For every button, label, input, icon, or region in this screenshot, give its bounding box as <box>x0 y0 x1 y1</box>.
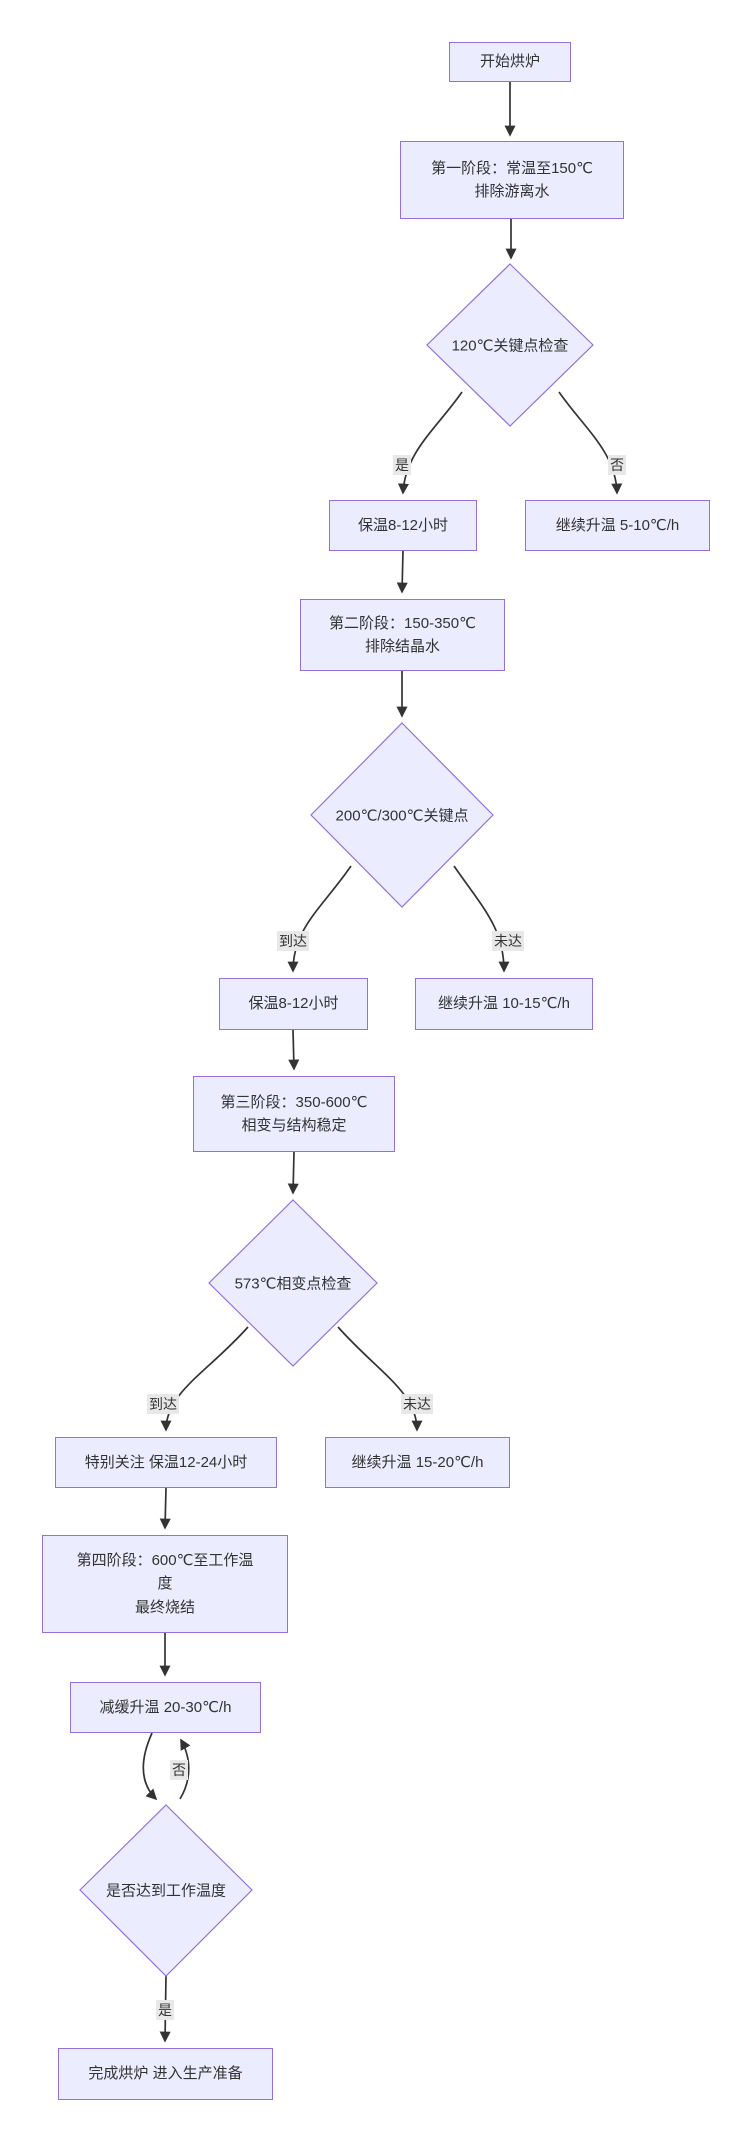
node-stage4-line1: 第四阶段：600℃至工作温 <box>76 1552 254 1570</box>
edge-label-loop-no: 否 <box>170 1760 188 1780</box>
edge-slow-to-checkwork <box>142 1732 158 1801</box>
node-heat1-label: 继续升温 5-10℃/h <box>555 516 680 534</box>
node-stage1-line1: 第一阶段：常温至150℃ <box>431 159 593 177</box>
node-stage4-line3: 最终烧结 <box>134 1598 195 1616</box>
node-slow-heat-label: 减缓升温 20-30℃/h <box>99 1698 232 1716</box>
node-done-label: 完成烘炉 进入生产准备 <box>88 2065 243 2083</box>
node-heat2: 继续升温 10-15℃/h <box>415 978 593 1030</box>
node-stage4: 第四阶段：600℃至工作温 度 最终烧结 <box>42 1535 288 1633</box>
node-stage2: 第二阶段：150-350℃ 排除结晶水 <box>300 599 505 671</box>
node-stage1-line2: 排除游离水 <box>474 183 550 200</box>
node-hold2: 保温8-12小时 <box>219 978 368 1030</box>
edge-hold2-to-stage3 <box>288 1029 300 1071</box>
node-stage2-line1: 第二阶段：150-350℃ <box>329 614 476 632</box>
node-done: 完成烘炉 进入生产准备 <box>58 2048 273 2100</box>
edge-checkwork-loop-no <box>179 1738 191 1800</box>
edge-check200-reach <box>287 865 352 973</box>
node-stage3-line2: 相变与结构稳定 <box>241 1117 347 1134</box>
edge-check120-no <box>558 391 623 495</box>
node-hold1: 保温8-12小时 <box>329 500 477 551</box>
edge-check573-reach <box>160 1326 249 1432</box>
node-hold2-label: 保温8-12小时 <box>248 995 339 1013</box>
node-heat1: 继续升温 5-10℃/h <box>525 500 710 551</box>
edge-label-no1: 否 <box>608 455 626 475</box>
node-start: 开始烘炉 <box>449 42 571 82</box>
node-hold1-label: 保温8-12小时 <box>357 516 449 534</box>
edge-label-miss3: 未达 <box>401 1394 433 1414</box>
node-stage3-line1: 第三阶段：350-600℃ <box>220 1093 368 1111</box>
decision-120c-shape <box>426 263 594 427</box>
decision-worktemp-shape <box>79 1804 253 1977</box>
edge-label-reach2: 到达 <box>277 931 309 951</box>
edge-hold1-to-stage2 <box>396 550 408 594</box>
edge-label-yes1: 是 <box>393 455 411 475</box>
node-slow-heat: 减缓升温 20-30℃/h <box>70 1682 261 1733</box>
edge-label-yes-final: 是 <box>156 2000 174 2020</box>
edge-check573-miss <box>337 1326 423 1432</box>
node-start-label: 开始烘炉 <box>479 53 540 71</box>
node-stage3: 第三阶段：350-600℃ 相变与结构稳定 <box>193 1076 395 1152</box>
node-heat2-label: 继续升温 10-15℃/h <box>438 995 570 1013</box>
decision-200-300c-shape <box>310 722 494 908</box>
edge-label-miss2: 未达 <box>492 931 524 951</box>
node-stage4-line2: 度 <box>157 1575 173 1593</box>
node-hold3: 特别关注 保温12-24小时 <box>55 1437 277 1488</box>
edge-label-reach3: 到达 <box>147 1394 179 1414</box>
edge-check200-miss <box>453 865 510 973</box>
node-hold3-label: 特别关注 保温12-24小时 <box>84 1453 248 1471</box>
node-heat3-label: 继续升温 15-20℃/h <box>351 1453 484 1471</box>
node-stage2-line2: 排除结晶水 <box>364 638 440 655</box>
edge-stage3-to-check573 <box>287 1151 299 1195</box>
node-heat3: 继续升温 15-20℃/h <box>325 1437 510 1488</box>
edge-hold3-to-stage4 <box>159 1487 171 1530</box>
edge-check120-yes <box>397 391 463 495</box>
node-stage1: 第一阶段：常温至150℃ 排除游离水 <box>400 141 624 219</box>
decision-573c-shape <box>208 1199 378 1367</box>
